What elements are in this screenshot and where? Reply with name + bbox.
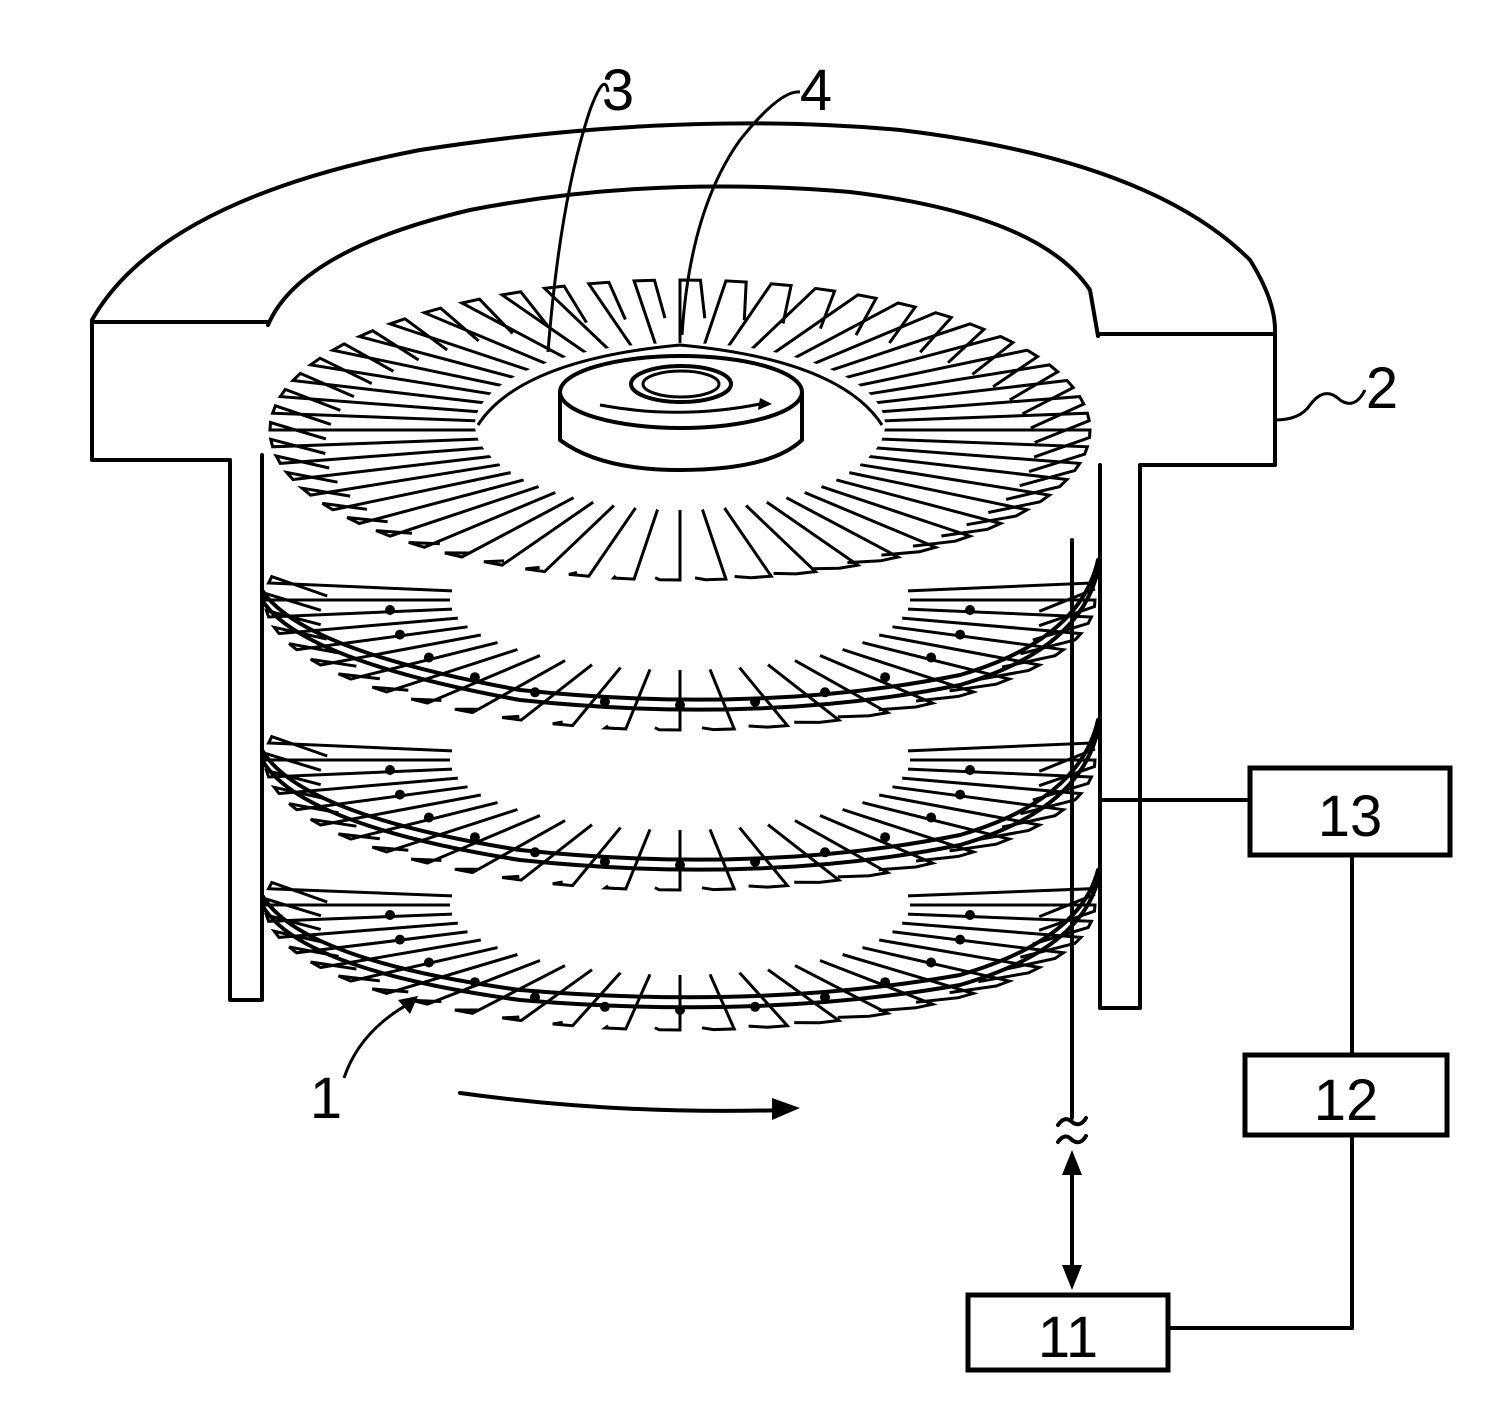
blade xyxy=(634,280,665,350)
label-rotor: 1 xyxy=(310,1066,342,1131)
blade xyxy=(484,502,593,565)
blade xyxy=(311,795,481,826)
blade xyxy=(879,795,1039,840)
blade xyxy=(265,594,450,611)
blade-pivot xyxy=(965,605,975,615)
blade xyxy=(879,413,1089,442)
label-housing: 2 xyxy=(1366,356,1398,421)
blade xyxy=(908,583,1094,611)
blade xyxy=(545,286,614,354)
blade xyxy=(265,754,450,771)
blade xyxy=(740,973,788,1028)
blade xyxy=(908,609,1091,640)
blade xyxy=(702,974,734,1029)
block-13-label: 13 xyxy=(1318,784,1383,849)
blade xyxy=(746,506,815,574)
blade xyxy=(269,577,452,596)
blade xyxy=(860,465,1049,513)
label-disc: 3 xyxy=(602,58,634,123)
blade xyxy=(725,508,772,578)
block-13: 13 xyxy=(1250,768,1450,855)
blade xyxy=(860,365,1058,400)
blade-pivot xyxy=(385,605,395,615)
signal-wiring xyxy=(1058,540,1352,1328)
blade xyxy=(908,769,1091,800)
blade xyxy=(702,281,746,351)
blade-pivot xyxy=(424,813,434,823)
blade-pivot xyxy=(395,790,405,800)
blade xyxy=(849,473,1027,525)
blade xyxy=(655,975,680,1030)
blade-pivot xyxy=(424,653,434,663)
blade xyxy=(695,510,726,580)
blade xyxy=(869,381,1074,414)
blade xyxy=(589,282,636,352)
block-12-label: 12 xyxy=(1314,1068,1379,1133)
label-hub: 4 xyxy=(800,58,832,123)
blade xyxy=(908,889,1094,917)
blade xyxy=(269,737,452,756)
blade-pivot xyxy=(385,765,395,775)
blade xyxy=(265,899,450,916)
blade xyxy=(276,448,485,468)
blade xyxy=(333,344,511,388)
blade-pivot xyxy=(385,910,395,920)
blade xyxy=(893,627,1064,667)
blade xyxy=(879,635,1039,680)
rotation-arrow xyxy=(460,1093,800,1120)
blade-pivot xyxy=(395,630,405,640)
blade xyxy=(875,397,1084,428)
blade xyxy=(655,510,680,580)
block-12: 12 xyxy=(1245,1055,1447,1135)
blade xyxy=(270,423,480,439)
blade xyxy=(269,883,452,903)
leader-lines xyxy=(344,84,1365,1078)
blade xyxy=(908,914,1091,944)
blade xyxy=(553,973,621,1026)
blade xyxy=(614,510,658,580)
blade xyxy=(908,743,1094,771)
blade-pivot xyxy=(965,765,975,775)
blade xyxy=(339,948,498,982)
blade-pivot xyxy=(424,958,434,968)
blade-pivot xyxy=(395,935,405,945)
blade xyxy=(893,787,1064,827)
block-11-label: 11 xyxy=(1038,1305,1098,1370)
block-11: 11 xyxy=(968,1295,1168,1370)
